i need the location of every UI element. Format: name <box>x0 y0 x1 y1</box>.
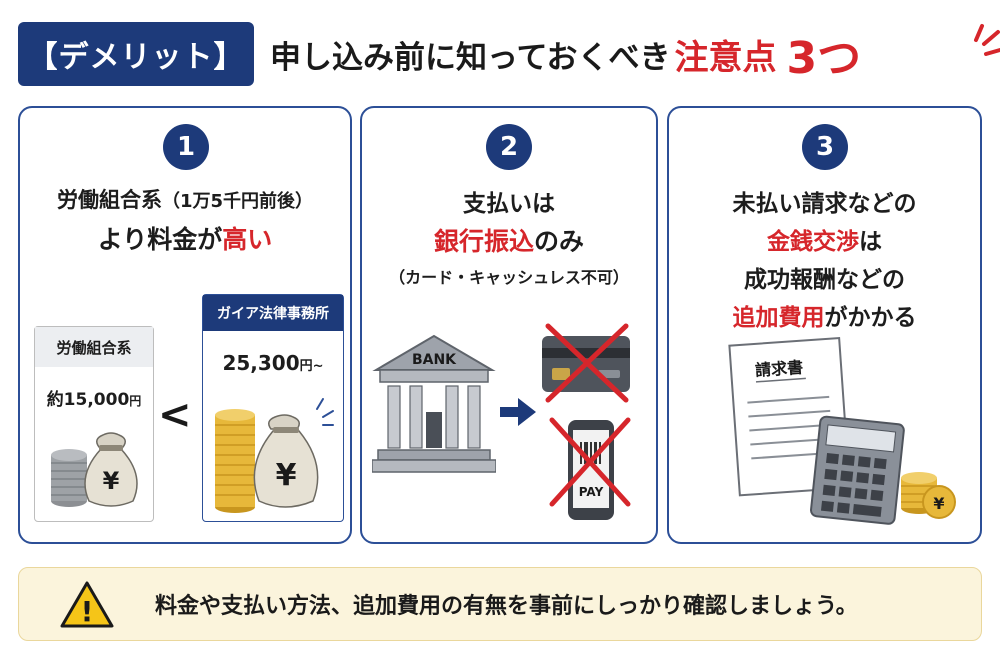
invoice-icon: 請求書 ¥ <box>728 336 956 525</box>
point-card-1: 1 労働組合系（1万5千円前後） より料金が高い 労働組合系 約15,000円 <box>18 106 352 544</box>
credit-card-icon <box>542 323 630 403</box>
warning-mark: ! <box>81 595 94 628</box>
point-3-line-2: 金銭交渉は <box>669 222 980 256</box>
title-accent: 注意点 <box>674 37 777 78</box>
yen-mark: ¥ <box>933 494 944 513</box>
page-title: 申し込み前に知っておくべき 注意点 3つ <box>270 22 861 86</box>
warning-icon: ! <box>60 581 114 628</box>
union-price-value: 約15,000 <box>46 390 130 410</box>
point-number: 2 <box>486 124 532 170</box>
yen-mark: ¥ <box>276 458 297 493</box>
point-2-line-3: （カード・キャッシュレス不可） <box>389 268 629 287</box>
demerit-tag: 【デメリット】 <box>18 22 254 86</box>
point-1-line-2-accent: 高い <box>222 225 273 254</box>
point-2-line-2: 銀行振込のみ <box>362 222 656 258</box>
cross-icon <box>549 417 631 507</box>
gaia-label: ガイア法律事務所 <box>203 295 343 331</box>
gaia-price-value: 25,300 <box>222 351 300 375</box>
bank-icon: BANK <box>372 334 496 473</box>
point-2-line-2-accent: 銀行振込 <box>433 227 534 256</box>
yen-mark: ¥ <box>103 467 120 495</box>
money-bag-icon: ¥ <box>51 432 138 507</box>
point-3-line-4-accent: 追加費用 <box>732 305 825 331</box>
less-than-symbol: < <box>158 392 192 438</box>
sparkle-icon <box>974 24 1000 56</box>
union-label: 労働組合系 <box>35 327 153 367</box>
coin-stack-icon <box>51 449 87 507</box>
point-1-line-1-paren: （1万5千円前後） <box>161 191 314 212</box>
point-1-line-2: より料金が高い <box>20 220 350 256</box>
pay-label: PAY <box>579 485 604 499</box>
point-3-line-4: 追加費用がかかる <box>669 298 980 332</box>
point-2-line-1: 支払いは <box>463 191 555 217</box>
point-number: 1 <box>163 124 209 170</box>
calculator-icon <box>810 415 905 525</box>
point-3-line-2-accent: 金銭交渉 <box>767 229 859 255</box>
point-card-2: 2 支払いは 銀行振込のみ （カード・キャッシュレス不可） BANK <box>360 106 658 544</box>
gaia-price-unit: 円~ <box>299 359 324 374</box>
title-count: 3つ <box>786 33 862 84</box>
point-2-line-2-suffix: のみ <box>534 227 585 256</box>
cross-icon <box>545 323 629 403</box>
arrow-right-icon <box>500 398 536 426</box>
invoice-title: 請求書 <box>755 358 804 380</box>
point-3-line-2-suffix: は <box>859 229 882 255</box>
point-3-line-3: 成功報酬などの <box>744 267 905 293</box>
point-number: 3 <box>802 124 848 170</box>
point-3-line-1: 未払い請求などの <box>732 191 917 217</box>
title-prefix: 申し込み前に知っておくべき <box>270 39 671 76</box>
gaia-price: 25,300円~ <box>203 351 343 375</box>
notice-text: 料金や支払い方法、追加費用の有無を事前にしっかり確認しましょう。 <box>155 594 858 619</box>
union-price-box: 労働組合系 約15,000円 ¥ <box>34 326 154 522</box>
notice-banner: ! 料金や支払い方法、追加費用の有無を事前にしっかり確認しましょう。 <box>18 567 982 641</box>
point-1-line-1-main: 労働組合系 <box>56 188 162 212</box>
money-bag-icon: ¥ <box>215 398 334 513</box>
point-1-line-1: 労働組合系（1万5千円前後） <box>20 184 350 214</box>
coin-stack-icon: ¥ <box>901 472 956 519</box>
union-price: 約15,000円 <box>35 385 153 410</box>
point-card-3: 3 未払い請求などの 金銭交渉は 成功報酬などの 追加費用がかかる 請求書 <box>667 106 982 544</box>
gaia-price-box: ガイア法律事務所 25,300円~ ¥ <box>202 294 344 522</box>
coin-stack-icon <box>215 409 255 513</box>
header: 【デメリット】 申し込み前に知っておくべき 注意点 3つ <box>18 22 1000 86</box>
union-price-unit: 円 <box>129 394 142 408</box>
point-3-line-4-suffix: がかかる <box>824 305 917 331</box>
point-1-line-2-prefix: より料金が <box>97 225 223 254</box>
bank-label: BANK <box>412 352 457 368</box>
smartphone-pay-icon: PAY <box>549 417 631 520</box>
sparkle-icon <box>316 398 334 426</box>
